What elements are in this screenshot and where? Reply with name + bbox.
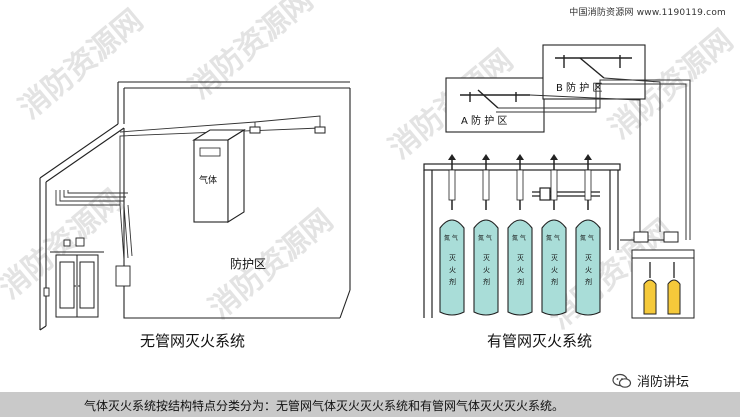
cylinder-top-label: 氮 气 bbox=[444, 234, 458, 242]
cylinder-text: 灭 bbox=[517, 254, 524, 262]
cylinder-text: 火 bbox=[585, 266, 592, 274]
cylinder-text: 剂 bbox=[449, 277, 456, 286]
distribution-pipes bbox=[496, 77, 691, 240]
watermark-text: 消防资源网 bbox=[183, 0, 320, 106]
left-system-title: 无管网灭火系统 bbox=[140, 332, 246, 350]
cylinder-text: 火 bbox=[517, 266, 524, 274]
room-outline bbox=[39, 81, 351, 331]
cylinder-top-label: 氮 气 bbox=[478, 234, 492, 242]
cylinder: 氮 气 灭 火 剂 bbox=[541, 154, 567, 316]
cylinder-text: 火 bbox=[551, 266, 558, 274]
zone-b-label: B 防 护 区 bbox=[556, 81, 602, 94]
caption-text: 气体灭火系统按结构特点分类分为：无管网气体灭火灭火系统和有管网气体灭火灭火系统。 bbox=[84, 399, 565, 413]
cylinder: 氮 气 灭 火 剂 bbox=[439, 154, 465, 316]
cylinder-top-label: 氮 气 bbox=[546, 234, 560, 242]
alarm-bell-icon bbox=[63, 239, 71, 247]
start-cylinders bbox=[643, 262, 681, 315]
right-system-title: 有管网灭火系统 bbox=[487, 332, 593, 350]
smoke-detector-icon bbox=[314, 126, 326, 134]
selector-valves bbox=[620, 231, 679, 243]
source-credit: 中国消防资源网 www.1190119.com bbox=[569, 8, 726, 18]
control-panel bbox=[115, 265, 131, 287]
detector-wiring bbox=[55, 115, 321, 261]
cylinder: 氮 气 灭 火 剂 bbox=[473, 154, 499, 316]
control-devices bbox=[43, 237, 131, 297]
zone-a-label: A 防 护 区 bbox=[461, 114, 507, 127]
wechat-icon bbox=[612, 373, 632, 388]
cylinder-text: 灭 bbox=[551, 254, 558, 262]
manual-button-icon bbox=[43, 287, 50, 297]
wechat-badge: 消防讲坛 bbox=[612, 371, 689, 390]
watermark-text: 消防资源网 bbox=[13, 3, 150, 126]
cylinder-bank: 氮 气 灭 火 剂 氮 气 灭 火 剂 氮 气 灭 火 剂 bbox=[439, 154, 601, 316]
indicator-light-icon bbox=[75, 237, 85, 247]
caption-bar: 气体灭火系统按结构特点分类分为：无管网气体灭火灭火系统和有管网气体灭火灭火系统。 bbox=[0, 392, 740, 417]
start-cylinder-frame bbox=[631, 249, 695, 319]
smoke-detector-icon bbox=[249, 126, 261, 134]
cabinet-label: 气体 bbox=[199, 174, 217, 186]
cylinder: 氮 气 灭 火 剂 bbox=[507, 154, 533, 316]
cylinder-text: 剂 bbox=[483, 277, 490, 286]
cylinder-text: 火 bbox=[449, 266, 456, 274]
system-diagram: 消防资源网 消防资源网 消防资源网 消防资源网 消防资源网 消防资源网 消防资源… bbox=[0, 0, 740, 336]
cylinder-text: 灭 bbox=[449, 254, 456, 262]
cylinder-top-label: 氮 气 bbox=[512, 234, 526, 242]
wechat-account-name: 消防讲坛 bbox=[637, 375, 690, 390]
cylinder-text: 剂 bbox=[517, 277, 524, 286]
cylinder-text: 剂 bbox=[585, 277, 592, 286]
nozzle-pipes bbox=[460, 55, 632, 109]
cylinder-text: 灭 bbox=[483, 254, 490, 262]
cylinder-text: 灭 bbox=[585, 254, 592, 262]
cylinder-text: 剂 bbox=[551, 277, 558, 286]
gas-cabinet: 气体 bbox=[192, 129, 246, 223]
door bbox=[50, 251, 104, 318]
zone-b-box bbox=[542, 44, 646, 100]
cylinder-text: 火 bbox=[483, 266, 490, 274]
zone-label: 防护区 bbox=[230, 256, 266, 271]
cylinder: 氮 气 灭 火 剂 bbox=[575, 154, 601, 316]
cylinder-top-label: 氮 气 bbox=[580, 234, 594, 242]
ceiling-detectors bbox=[249, 126, 326, 134]
